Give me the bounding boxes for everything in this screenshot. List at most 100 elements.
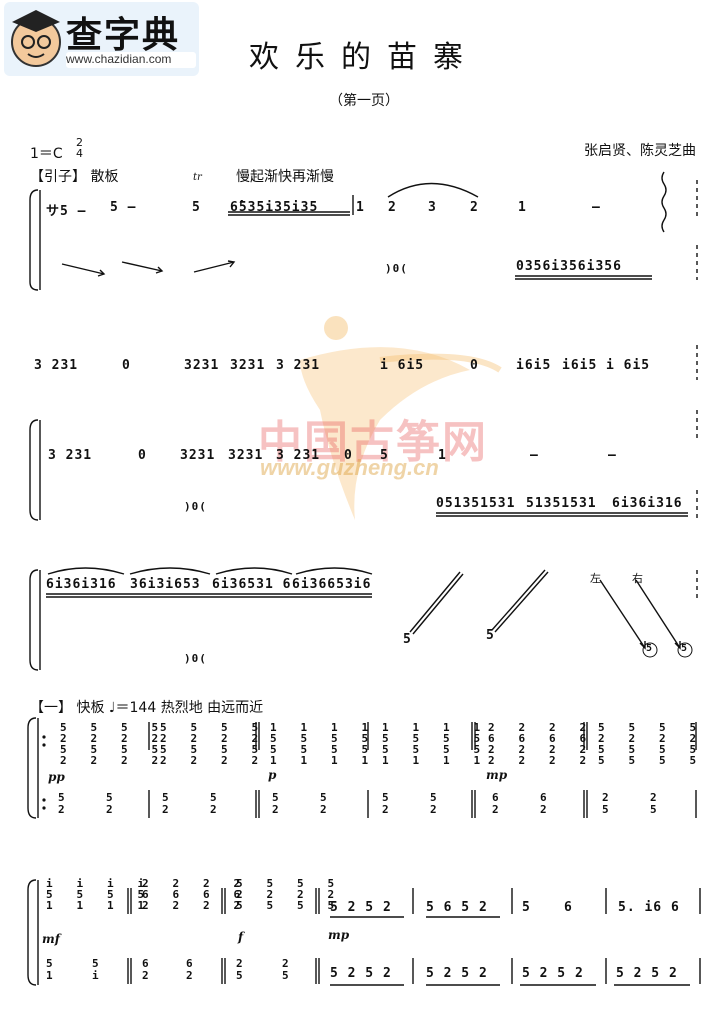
bass-run: 051351531 [436,496,516,511]
dynamic-mark: mf [42,932,60,946]
key-text: 1＝C [30,146,63,162]
note: 3 [428,200,437,215]
composer-credit: 张启贤、陈灵芝曲 [584,143,696,159]
key-signature: 1＝C 2 4 [30,137,83,163]
rest-mark: )0( [184,500,207,513]
note-group: 3231 [230,358,266,373]
note: 5 [681,643,689,654]
note-group: 5 — [110,200,136,215]
site-logo[interactable] [4,2,199,76]
dynamic-mark: pp [48,770,65,784]
logo-graphic [4,2,199,76]
bass-run: 0356i356i356 [516,259,622,274]
dynamic-mark: mp [486,768,508,782]
direction: 由远而近 [207,700,264,716]
rest-mark: )0( [385,262,408,275]
intro-tempo: 散板 [90,169,119,185]
logo-brand: 查字典 [66,15,181,56]
note-group: 5 6 5 2 [426,900,488,915]
system-brace [29,189,39,291]
logo-url[interactable]: www.chazidian.com [66,52,172,66]
note: 5 [646,643,654,654]
note-group: 3 231 [276,358,321,373]
note-group: 5 2 5 2 [330,900,392,915]
note-run: 6i36653i6 [292,577,372,592]
right-hand-label: 右 [632,572,643,585]
note: 1 [518,200,527,215]
note: — [127,200,137,215]
left-hand-label: 左 [590,572,601,585]
note-group: i6i5 [562,358,598,373]
note-group: i 6i5 [380,358,425,373]
intro-label: 【引子】 [30,169,86,185]
note: 2 [470,200,479,215]
dynamic-mark: f [238,930,244,944]
note-group: 3 231 [48,448,93,463]
note-group: 3231 [228,448,264,463]
note: 5 [522,900,531,915]
bass-run: 6i36i316 [612,496,683,511]
rest: 0 [138,448,147,463]
gliss-note: 5 [486,628,495,643]
quarter-note-icon: ♩ [108,700,116,716]
note-group: 3 231 [34,358,79,373]
note: — [530,448,539,463]
rest: 0 [122,358,131,373]
page-indicator: （第一页） [329,93,399,109]
note: 5 [60,204,69,219]
rest-mark: )0( [184,652,207,665]
rest: 0 [470,358,479,373]
note-group: 5 2 5 2 [426,966,488,981]
note-group: 5 2 5 2 [522,966,584,981]
note-group: 3231 [184,358,220,373]
note-group: 3 231 [276,448,321,463]
section-one-header: 【一】 快板 ♩＝144 热烈地 由远而近 [30,697,263,717]
time-top: 2 [76,136,83,149]
note: — [77,204,87,219]
watermark-text: 中国古筝网 [258,417,488,468]
note: 2 [388,200,397,215]
note: 6 [564,900,573,915]
note-group: i6i5 [516,358,552,373]
note-group: i 6i5 [606,358,651,373]
expression: 热烈地 [160,700,203,716]
song-title: 欢乐的苗寨 [249,40,479,75]
note-run: 6i36531 6 [212,577,292,592]
section-one-label: 【一】 [30,700,72,716]
dynamic-mark: p [268,768,277,782]
trill-mark: tr [193,172,202,183]
note-group: 5 2 5 2 [330,966,392,981]
note-run: 6i36i316 [46,577,117,592]
note-run: 36i3i653 [130,577,201,592]
note: — [608,448,617,463]
note: 5 [192,200,201,215]
bpm: ＝144 [115,700,157,716]
watermark-url: www.guzheng.cn [260,455,439,480]
note: サ [46,204,61,219]
rest: 0 [344,448,353,463]
note: 1 [438,448,447,463]
note-group: 5. i6 6 [618,900,680,915]
